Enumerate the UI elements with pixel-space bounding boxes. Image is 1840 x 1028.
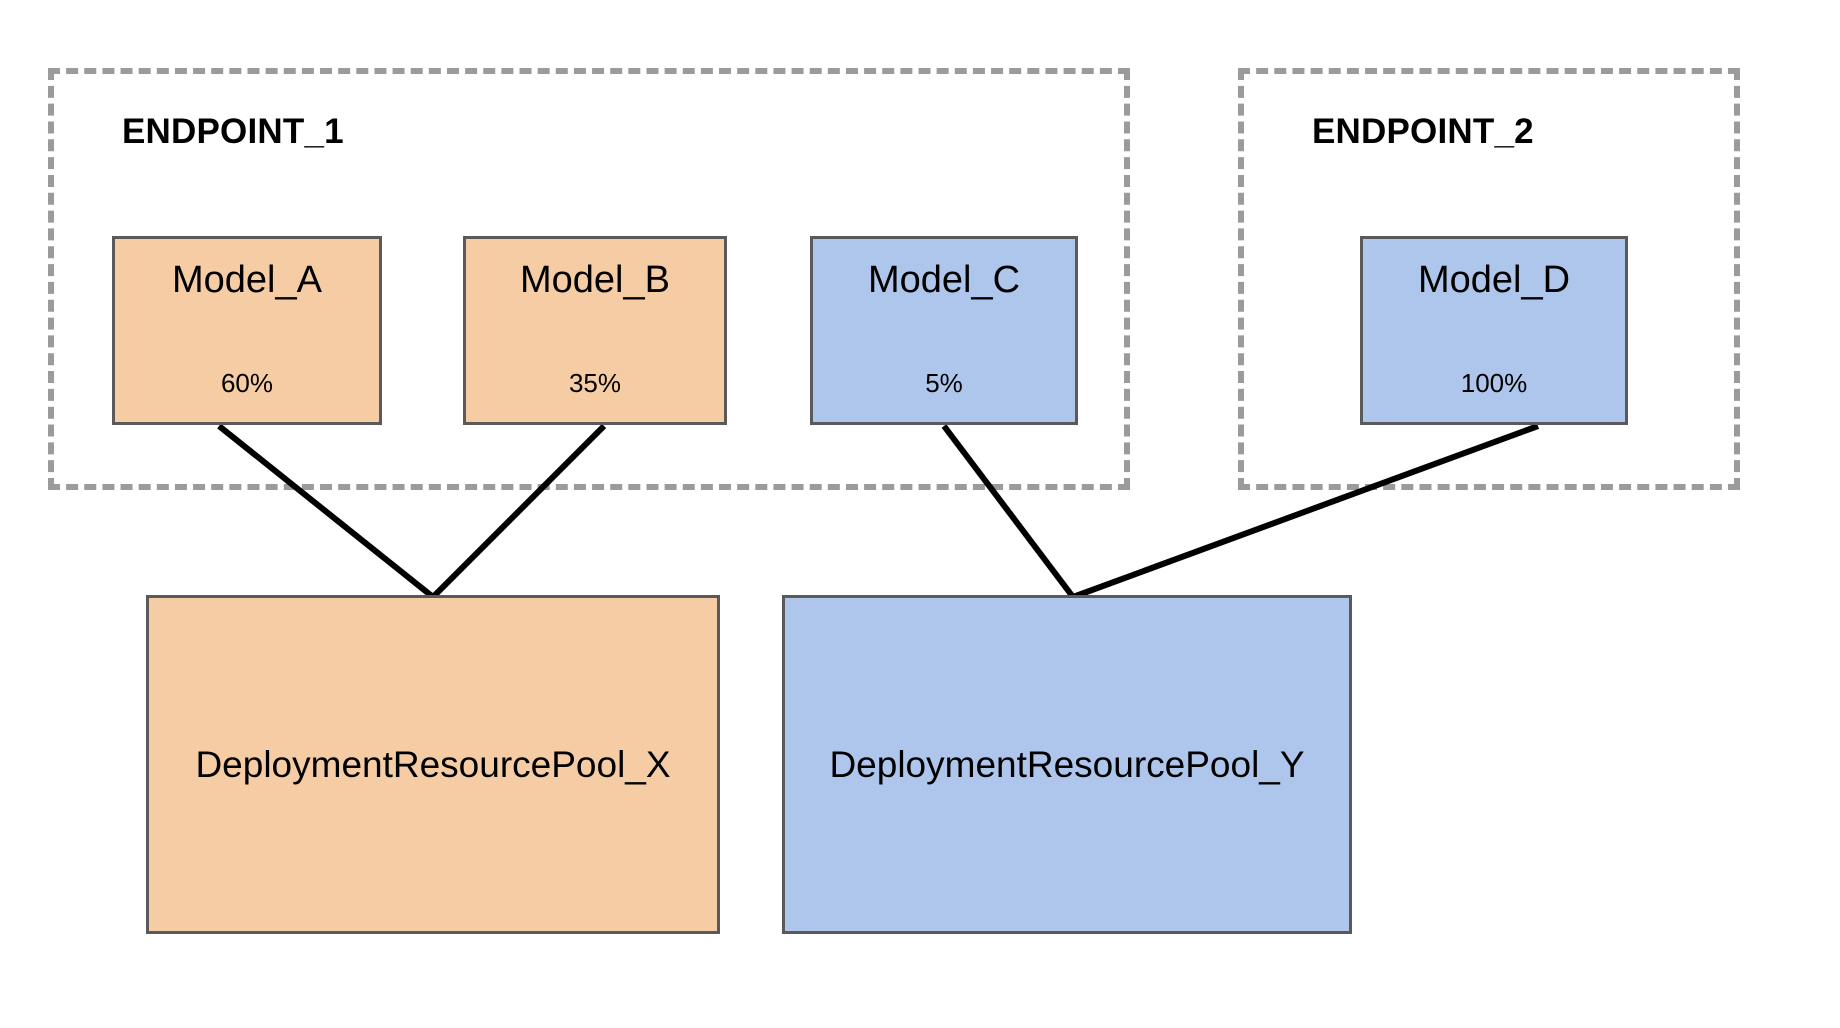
model-d-traffic-split: 100% xyxy=(1460,368,1528,398)
pool-x-label: DeploymentResourcePool_X xyxy=(195,744,671,785)
model-a-label: Model_A xyxy=(172,259,322,301)
deployment-resource-pool-y[interactable]: DeploymentResourcePool_Y xyxy=(782,595,1352,934)
model-node-a[interactable]: Model_A 60% xyxy=(112,236,382,425)
model-a-traffic-split: 60% xyxy=(220,368,274,398)
model-node-b[interactable]: Model_B 35% xyxy=(463,236,727,425)
model-c-traffic-split: 5% xyxy=(925,368,963,398)
model-d-label: Model_D xyxy=(1417,259,1571,301)
model-b-label: Model_B xyxy=(520,259,670,301)
model-node-d[interactable]: Model_D 100% xyxy=(1360,236,1628,425)
endpoint-1-title: ENDPOINT_1 xyxy=(122,112,344,151)
model-c-label: Model_C xyxy=(867,259,1021,301)
pool-y-label: DeploymentResourcePool_Y xyxy=(829,744,1305,785)
model-b-traffic-split: 35% xyxy=(568,368,622,398)
deployment-resource-pool-x[interactable]: DeploymentResourcePool_X xyxy=(146,595,720,934)
endpoint-2-title: ENDPOINT_2 xyxy=(1312,112,1534,151)
model-node-c[interactable]: Model_C 5% xyxy=(810,236,1078,425)
